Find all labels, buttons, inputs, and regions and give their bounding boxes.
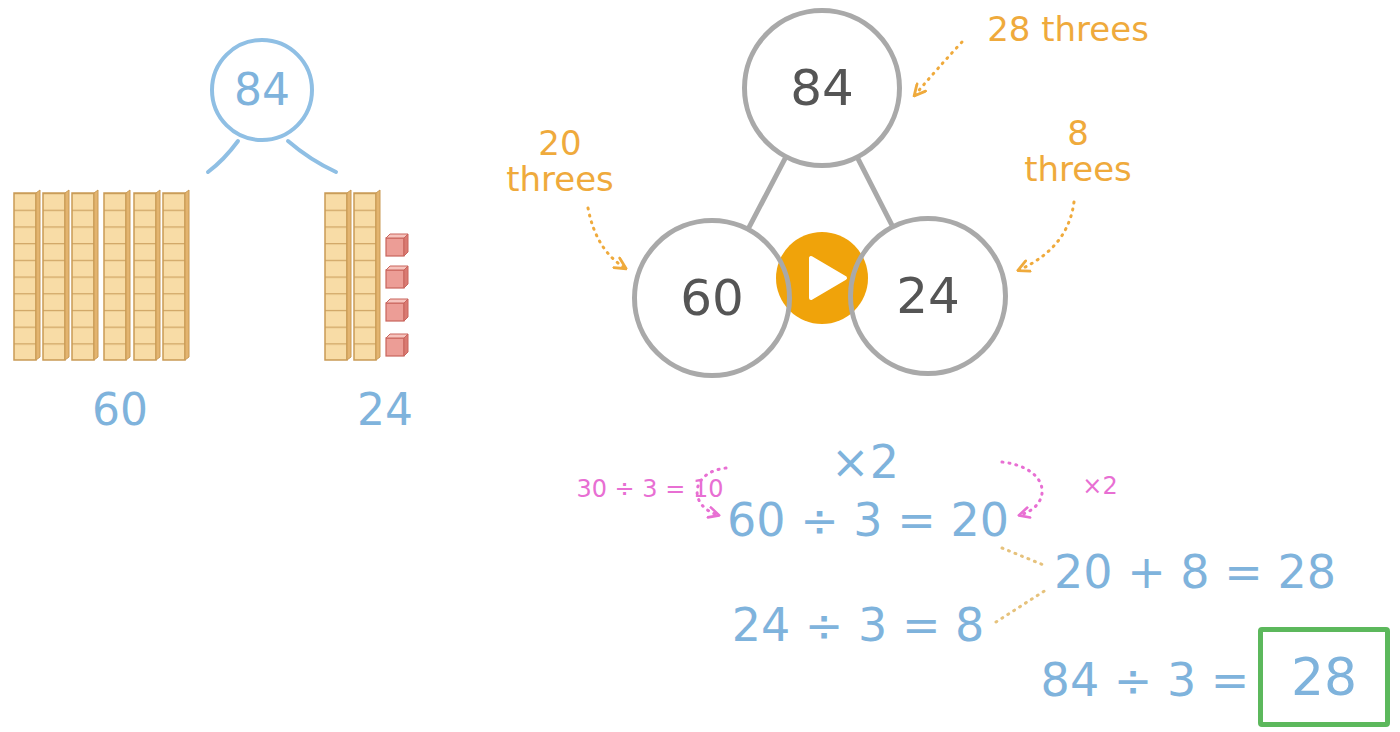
node-value: 24: [896, 270, 960, 323]
one-cube: [386, 270, 404, 288]
ten-rod: [72, 193, 94, 360]
circle-outline: [635, 221, 790, 376]
annotation: 20 threes: [495, 126, 625, 197]
node-value: 84: [790, 62, 854, 115]
one-cube-side: [404, 234, 408, 256]
ten-rod: [43, 193, 65, 360]
ten-rod-side: [65, 190, 69, 360]
part-whole-link: [749, 159, 785, 227]
ten-rod-side: [36, 190, 40, 360]
equation: ×2: [831, 438, 899, 486]
ten-rod-side: [376, 190, 380, 360]
annotation-arrow: [915, 42, 962, 95]
ten-rod: [163, 193, 185, 360]
ten-rod: [14, 193, 36, 360]
equation: 84 ÷ 3 =: [1041, 656, 1250, 704]
circle-outline: [212, 40, 312, 140]
ten-rod-side: [94, 190, 98, 360]
one-cube: [386, 303, 404, 321]
part-value: 24: [357, 387, 413, 433]
circle-outline: [745, 11, 900, 166]
whole-circle: 84: [210, 38, 314, 142]
one-cube-side: [404, 299, 408, 321]
ten-rod-side: [156, 190, 160, 360]
part-value: 60: [92, 387, 148, 433]
one-cube-side: [404, 334, 408, 356]
ten-rod: [354, 193, 376, 360]
ten-rod: [325, 193, 347, 360]
annotation: 8 threes: [1013, 116, 1143, 187]
whole-circle: 84: [742, 8, 902, 168]
one-cube: [386, 238, 404, 256]
ten-rod: [104, 193, 126, 360]
equation: 20 + 8 = 28: [1054, 548, 1336, 596]
annotation-arrow: [1019, 202, 1074, 270]
part-whole-link: [858, 159, 891, 224]
equation: 60 ÷ 3 = 20: [727, 496, 1009, 544]
one-cube-side: [404, 266, 408, 288]
node-value: 60: [680, 272, 744, 325]
circle-outline: [851, 219, 1006, 374]
multiplier: ×2: [1082, 474, 1117, 499]
equation: 24 ÷ 3 = 8: [732, 601, 985, 649]
split-line: [288, 141, 336, 172]
join-dots: [996, 590, 1046, 622]
ten-rod-side: [347, 190, 351, 360]
multiplier: 30 ÷ 3 = 10: [576, 477, 723, 502]
one-cube: [386, 338, 404, 356]
ten-rod-side: [126, 190, 130, 360]
part-circle: 24: [848, 216, 1008, 376]
node-value: 84: [234, 67, 290, 113]
play-icon: [811, 258, 845, 298]
annotation: 28 threes: [987, 12, 1149, 48]
ten-rod: [134, 193, 156, 360]
ten-rod-side: [185, 190, 189, 360]
part-circle: 60: [632, 218, 792, 378]
join-dots: [1002, 548, 1046, 566]
annotation-arrow: [588, 208, 625, 268]
answer-box: 28: [1258, 627, 1390, 727]
node-value: 28: [1291, 650, 1357, 705]
split-line: [208, 141, 238, 172]
